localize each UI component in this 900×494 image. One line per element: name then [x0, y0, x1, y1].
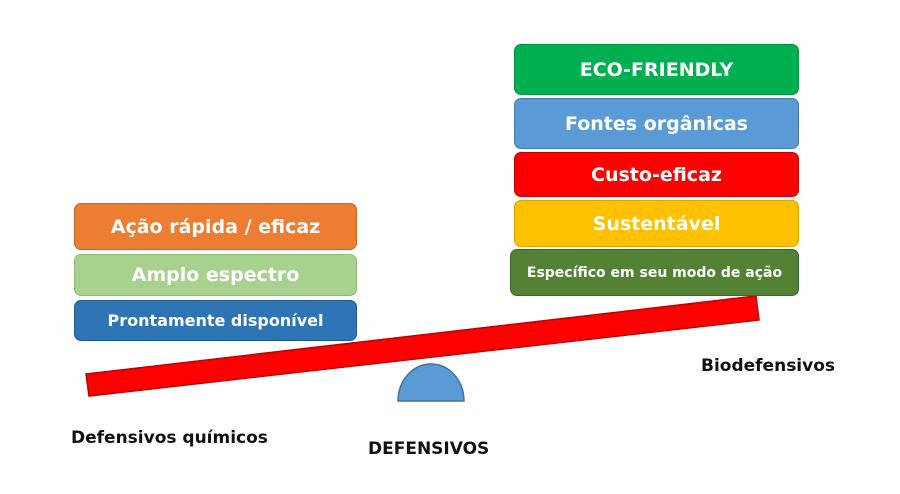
- right-box-sustainable: Sustentável: [514, 200, 799, 247]
- right-box-eco-friendly: ECO-FRIENDLY: [514, 44, 799, 95]
- right-box-organic-sources: Fontes orgânicas: [514, 98, 799, 149]
- label-chemical-pesticides: Defensivos químicos: [71, 428, 268, 448]
- left-box-fast-action: Ação rápida / eficaz: [74, 203, 357, 250]
- fulcrum-dome: [397, 363, 465, 402]
- label-pesticides-center: DEFENSIVOS: [368, 439, 490, 459]
- right-box-specific-mode-of-action: Específico em seu modo de ação: [510, 249, 799, 296]
- left-box-broad-spectrum: Amplo espectro: [74, 254, 357, 296]
- left-box-readily-available: Prontamente disponível: [74, 300, 357, 341]
- label-biopesticides: Biodefensivos: [701, 356, 836, 376]
- seesaw-beam: [85, 295, 760, 397]
- right-box-cost-effective: Custo-eficaz: [514, 152, 799, 197]
